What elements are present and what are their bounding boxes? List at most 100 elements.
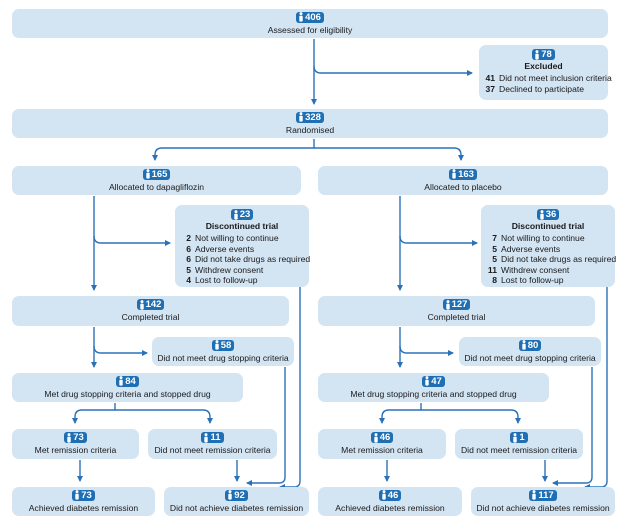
reason-count: 2 xyxy=(186,233,191,243)
box-label: Allocated to dapagliflozin xyxy=(108,181,205,192)
count-badge: 47 xyxy=(422,375,445,387)
count-badge: 142 xyxy=(136,299,165,310)
reason-count: 11 xyxy=(487,264,497,275)
box-label: Met drug stopping criteria and stopped d… xyxy=(44,388,211,399)
right-not-achieved-box: 117 Did not achieve diabetes remission xyxy=(471,487,615,516)
count-badge: 73 xyxy=(64,432,87,443)
count-badge: 328 xyxy=(296,111,324,123)
left-not-remission-box: 11 Did not meet remission criteria xyxy=(148,429,277,459)
count-badge: 163 xyxy=(449,168,477,180)
count-value: 328 xyxy=(305,111,321,123)
box-label: Allocated to placebo xyxy=(424,181,502,192)
reason-text: Did not take drugs as required xyxy=(501,254,617,264)
count-badge: 1 xyxy=(510,432,528,443)
count-value: 142 xyxy=(145,299,162,310)
box-label: Did not meet remission criteria xyxy=(154,445,271,455)
assessed-box: 406 Assessed for eligibility xyxy=(12,9,608,38)
box-label: Randomised xyxy=(285,124,335,135)
right-allocated-box: 163 Allocated to placebo xyxy=(318,166,608,195)
left-allocated-box: 165 Allocated to dapagliflozin xyxy=(12,166,301,195)
box-label: Did not meet remission criteria xyxy=(460,445,578,455)
count-value: 165 xyxy=(151,168,168,180)
left-discontinued-box: 23 Discontinued trial 2 Not willing to co… xyxy=(175,205,310,287)
box-label: Did not achieve diabetes remission xyxy=(169,502,304,513)
reason-text: Did not take drugs as required xyxy=(195,254,311,264)
person-icon xyxy=(521,340,527,350)
person-icon xyxy=(233,209,239,220)
right-completed-box: 127 Completed trial xyxy=(318,296,595,326)
box-label: Did not achieve diabetes remission xyxy=(476,502,610,513)
reason-row: 5 Withdrew consent xyxy=(180,265,310,276)
box-label: Achieved diabetes remission xyxy=(28,502,139,513)
reason-count: 41 xyxy=(485,73,495,83)
person-icon xyxy=(512,432,518,443)
reason-row: 37 Declined to participate xyxy=(484,84,612,95)
box-title: Discontinued trial xyxy=(205,221,279,231)
randomised-box: 328 Randomised xyxy=(12,109,608,138)
left-not-achieved-box: 92 Did not achieve diabetes remission xyxy=(164,487,309,516)
box-label: Met remission criteria xyxy=(341,445,423,455)
box-label: Achieved diabetes remission xyxy=(335,502,445,513)
person-icon xyxy=(381,490,387,500)
count-badge: 46 xyxy=(378,489,402,501)
reason-text: Lost to follow-up xyxy=(195,275,258,285)
count-badge: 84 xyxy=(116,375,139,387)
count-badge: 23 xyxy=(230,209,254,220)
reason-count: 7 xyxy=(492,233,497,243)
count-badge: 73 xyxy=(72,489,95,501)
reason-row: 2 Not willing to continue xyxy=(180,233,310,244)
count-badge: 165 xyxy=(142,168,171,180)
reason-text: Adverse events xyxy=(195,243,255,254)
box-title: Excluded xyxy=(524,61,563,71)
count-value: 23 xyxy=(239,209,251,220)
reason-text: Declined to participate xyxy=(499,83,585,94)
person-icon xyxy=(203,432,209,443)
count-badge: 80 xyxy=(518,339,542,351)
count-value: 127 xyxy=(451,299,468,310)
count-badge: 11 xyxy=(201,432,224,443)
person-icon xyxy=(298,112,304,122)
box-label: Did not meet drug stopping criteria xyxy=(464,352,596,363)
count-value: 406 xyxy=(305,11,321,23)
person-icon xyxy=(445,299,451,310)
reason-text: Withdrew consent xyxy=(501,264,570,275)
person-icon xyxy=(373,432,379,443)
reason-count: 5 xyxy=(186,264,191,275)
person-icon xyxy=(214,340,220,350)
person-icon xyxy=(227,490,233,500)
count-badge: 92 xyxy=(225,489,248,501)
count-value: 47 xyxy=(431,375,442,387)
reason-text: Lost to follow-up xyxy=(501,275,564,285)
left-achieved-box: 73 Achieved diabetes remission xyxy=(12,487,155,516)
person-icon xyxy=(139,299,145,310)
box-label: Met drug stopping criteria and stopped d… xyxy=(350,388,517,399)
count-value: 92 xyxy=(234,489,245,501)
count-badge: 117 xyxy=(529,489,557,501)
person-icon xyxy=(531,490,537,500)
left-stopped-box: 84 Met drug stopping criteria and stoppe… xyxy=(12,373,243,402)
left-met-remission-box: 73 Met remission criteria xyxy=(12,429,139,459)
count-value: 58 xyxy=(220,339,232,351)
right-achieved-box: 46 Achieved diabetes remission xyxy=(318,487,462,516)
left-not-stopping-box: 58 Did not meet drug stopping criteria xyxy=(152,337,294,366)
reason-count: 6 xyxy=(186,254,191,264)
reason-text: Not willing to continue xyxy=(195,233,279,243)
reason-count: 37 xyxy=(485,83,495,94)
right-not-remission-box: 1 Did not meet remission criteria xyxy=(455,429,583,459)
count-value: 78 xyxy=(541,49,552,60)
reason-text: Withdrew consent xyxy=(195,264,264,275)
right-not-stopping-box: 80 Did not meet drug stopping criteria xyxy=(459,337,601,366)
count-value: 1 xyxy=(519,432,525,443)
count-value: 117 xyxy=(538,489,554,501)
count-value: 36 xyxy=(545,209,557,220)
